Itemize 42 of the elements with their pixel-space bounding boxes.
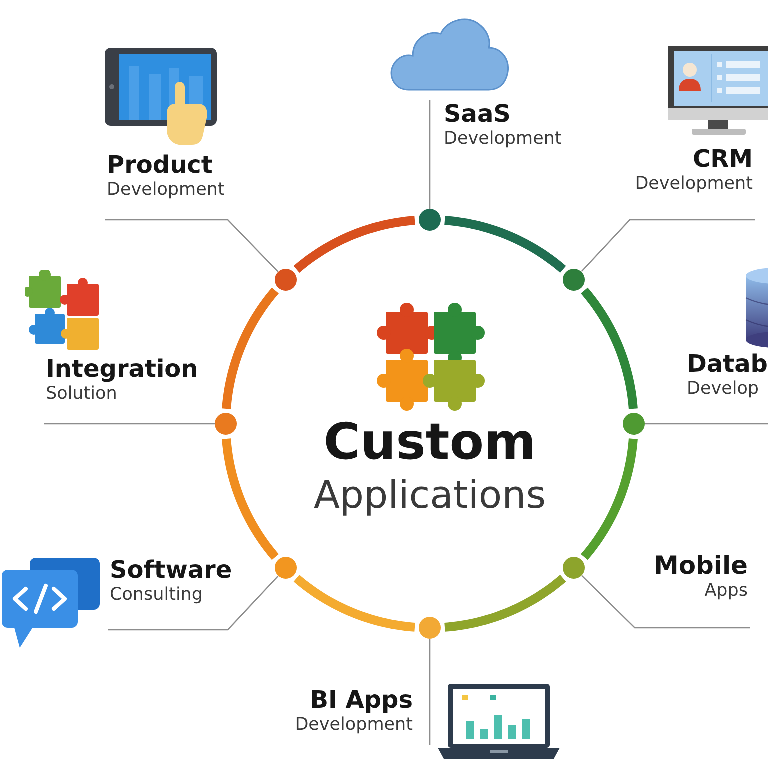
ring-dot — [563, 557, 586, 580]
service-subtitle: Development — [295, 714, 413, 737]
service-subtitle: Consulting — [110, 584, 204, 607]
ring-dot — [623, 413, 645, 435]
ring-dot — [419, 209, 441, 231]
ring-arc — [581, 438, 638, 560]
service-title: Software — [110, 556, 232, 585]
leader-line — [645, 423, 768, 425]
service-subtitle: Develop — [687, 378, 760, 401]
leader-line — [105, 219, 279, 272]
leader-line — [581, 219, 755, 272]
ring-arc — [222, 288, 279, 410]
service-subtitle: Development — [444, 128, 562, 151]
ring-dot — [274, 268, 297, 291]
ring-arc — [581, 288, 638, 410]
ring-arc — [444, 575, 566, 632]
leader-line — [44, 423, 215, 425]
ring-arc — [444, 216, 566, 273]
service-subtitle: Apps — [704, 581, 748, 603]
leader-line — [108, 576, 279, 631]
service-subtitle: Development — [107, 180, 225, 202]
ring-dot — [274, 557, 297, 580]
center-title: Custom — [324, 412, 536, 472]
service-title: CRM — [693, 145, 753, 174]
service-title: Mobile — [654, 551, 748, 581]
ring-dot — [419, 617, 441, 639]
service-subtitle: Solution — [46, 384, 118, 406]
leader-line — [429, 639, 431, 745]
center-subtitle: Applications — [314, 472, 546, 519]
ring-arc — [294, 216, 416, 273]
leader-line — [429, 100, 431, 209]
service-subtitle: Development — [635, 174, 753, 196]
service-title: Product — [107, 151, 213, 180]
service-title: BI Apps — [310, 686, 413, 715]
service-title: Integration — [46, 355, 198, 384]
ring-arc — [222, 438, 279, 560]
ring-dot — [215, 413, 237, 435]
service-title: SaaS — [444, 100, 511, 129]
leader-line — [582, 576, 750, 629]
service-title: Datab — [687, 350, 768, 379]
ring-dot — [563, 268, 586, 291]
ring-arc — [294, 575, 416, 632]
